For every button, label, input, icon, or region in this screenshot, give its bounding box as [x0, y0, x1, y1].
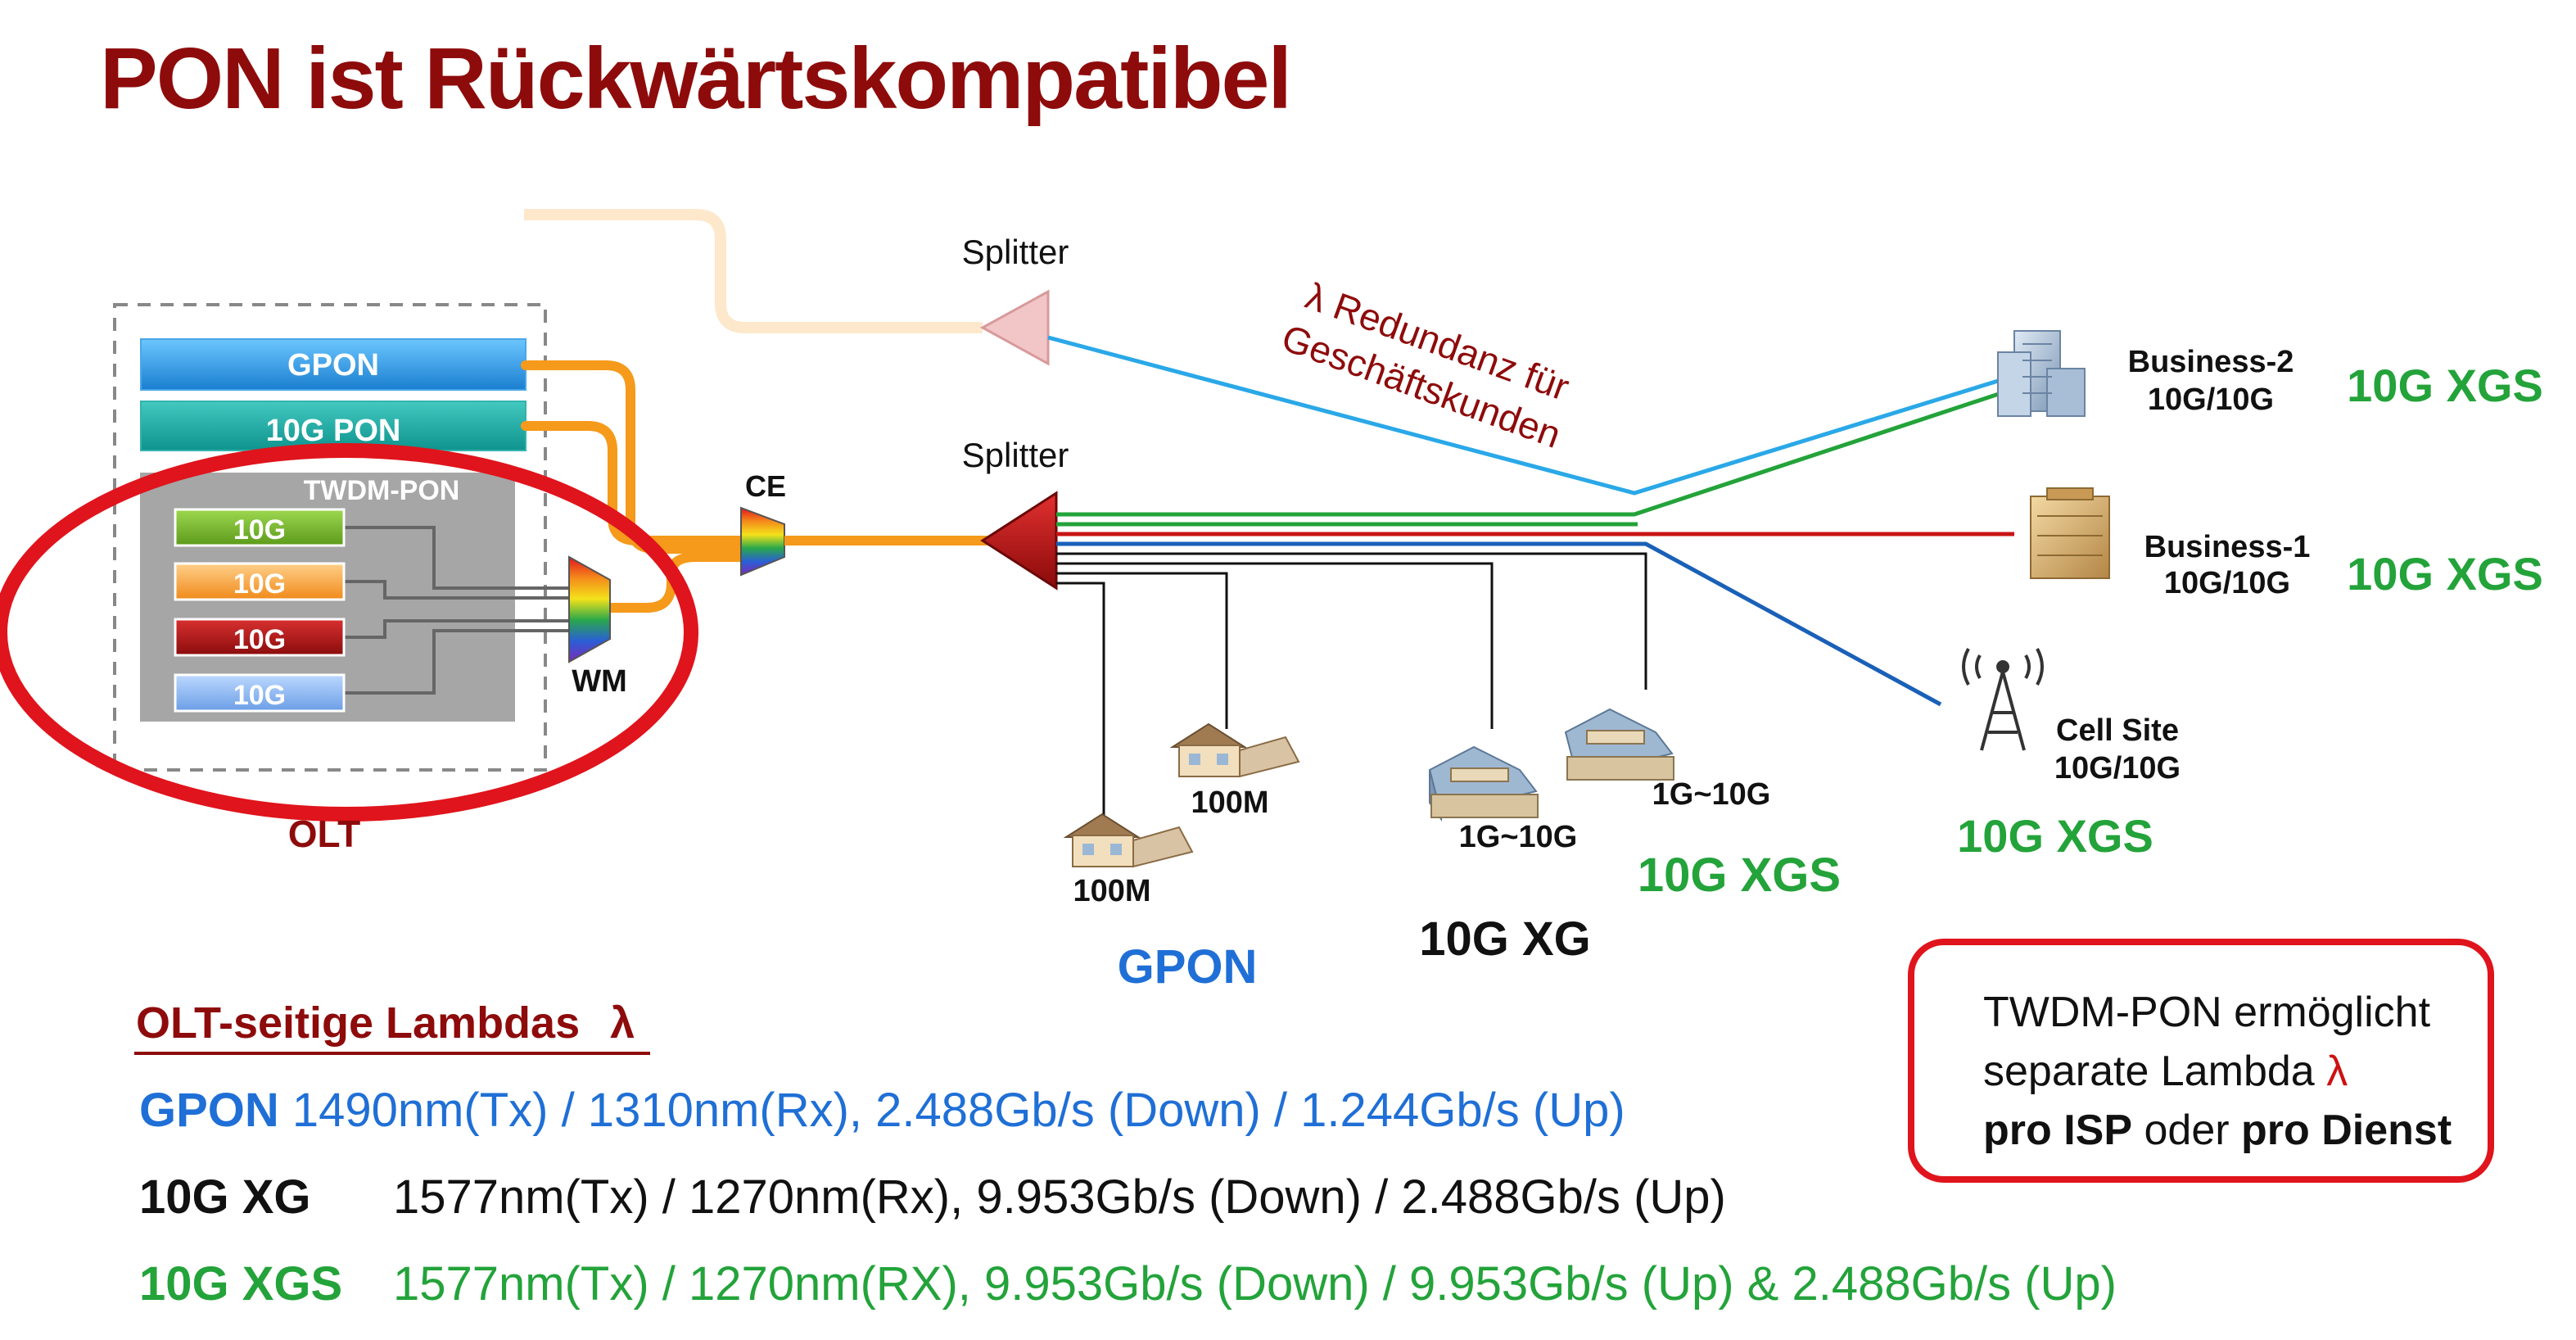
- wm-multiplexer: [568, 555, 611, 663]
- page-title: PON ist Rückwärtskompatibel: [100, 30, 1292, 127]
- business2-speed: 10G/10G: [2148, 383, 2274, 417]
- note-line-2-symbol: λ: [2326, 1048, 2348, 1095]
- lambda-row-xg-key: 10G XG: [139, 1170, 311, 1224]
- channel-2-label: 10G: [233, 568, 286, 600]
- faint-fiber: [524, 209, 983, 333]
- house-1-speed: 100M: [1073, 874, 1150, 908]
- business2-name: Business-2: [2128, 345, 2294, 379]
- twdm-highlight-ellipse: [0, 443, 698, 822]
- channel-lines: [344, 526, 569, 695]
- note-line-3-isp: pro ISP: [1983, 1107, 2133, 1154]
- note-line-3: pro ISP oder pro Dienst: [1983, 1101, 2488, 1160]
- cell-tower-icon: [1962, 648, 2044, 751]
- channel-3-label: 10G: [233, 624, 286, 655]
- lambda-row-gpon-text: 1490nm(Tx) / 1310nm(Rx), 2.488Gb/s (Down…: [291, 1084, 1625, 1137]
- channel-1-label: 10G: [233, 514, 286, 546]
- house-2-speed: 100M: [1191, 785, 1268, 820]
- redundancy-text: λ Redundanz für Geschäftskunden: [1277, 274, 1575, 456]
- business2-tag: 10G XGS: [2347, 360, 2543, 411]
- channel-4-label: 10G: [233, 680, 286, 711]
- channel-4: 10G: [174, 673, 346, 713]
- note-line-3-service: pro Dienst: [2241, 1107, 2452, 1154]
- fiber-blue-redundant: [1047, 335, 2007, 496]
- mdu-icon-1: [1428, 745, 1539, 822]
- note-line-1: TWDM-PON ermöglicht: [1983, 989, 2431, 1036]
- cell-site-tag: 10G XGS: [1957, 810, 2153, 862]
- splitter-top: [979, 289, 1050, 366]
- olt-label: OLT: [288, 813, 361, 855]
- channel-1: 10G: [174, 508, 346, 547]
- lambda-row-xg: 10G XG 1577nm(Tx) / 1270nm(Rx), 9.953Gb/s…: [139, 1170, 1726, 1225]
- business2-building-icon: [1997, 330, 2086, 417]
- gpon-card-label: GPON: [287, 348, 379, 383]
- xgs-tag: 10G XGS: [1638, 849, 1841, 902]
- lambda-row-xgs-key: 10G XGS: [139, 1257, 343, 1311]
- lambda-row-gpon-key: GPON: [139, 1084, 279, 1137]
- note-line-3-or: oder: [2144, 1107, 2230, 1154]
- ce-label: CE: [745, 469, 786, 503]
- olt-container: [113, 303, 547, 772]
- lambda-row-xgs-text: 1577nm(Tx) / 1270nm(RX), 9.953Gb/s (Down…: [393, 1257, 2117, 1311]
- business1-building-icon: [2030, 487, 2110, 579]
- drop-fibers: [1047, 335, 2014, 707]
- business1-speed: 10G/10G: [2164, 566, 2290, 600]
- business1-tag: 10G XGS: [2347, 548, 2543, 600]
- pon10g-card: 10G PON: [140, 401, 526, 451]
- pon10g-card-label: 10G PON: [266, 414, 401, 448]
- mdu-2-speed: 1G~10G: [1652, 777, 1771, 812]
- wm-label: WM: [572, 664, 627, 699]
- channel-2: 10G: [174, 562, 346, 601]
- lambdas-heading-text: OLT-seitige Lambdas: [136, 998, 581, 1048]
- gpon-tag: GPON: [1118, 940, 1258, 994]
- gpon-card: GPON: [140, 338, 526, 391]
- fiber-green: [1056, 389, 2007, 517]
- note-line-2-text: separate Lambda: [1983, 1048, 2315, 1095]
- xg-tag: 10G XG: [1419, 912, 1591, 966]
- twdm-card-label: TWDM-PON: [304, 475, 460, 506]
- twdm-note-box: TWDM-PON ermöglicht separate Lambda λ pr…: [1908, 939, 2494, 1183]
- lambdas-heading-symbol: λ: [610, 998, 635, 1048]
- splitter-main: [980, 491, 1058, 591]
- splitter-top-label: Splitter: [962, 233, 1069, 271]
- black-drops: [1056, 552, 1647, 816]
- fiber-blue: [1056, 541, 1942, 707]
- cell-site-speed: 10G/10G: [2054, 751, 2181, 785]
- lambdas-heading: OLT-seitige Lambdas λ: [136, 998, 635, 1048]
- lambda-row-xg-text: 1577nm(Tx) / 1270nm(Rx), 9.953Gb/s (Down…: [393, 1170, 1726, 1224]
- house-icon-1: [1063, 813, 1194, 868]
- lambda-row-xgs: 10G XGS 1577nm(Tx) / 1270nm(RX), 9.953Gb/…: [139, 1256, 2117, 1311]
- house-icon-2: [1169, 722, 1300, 778]
- splitter-main-label: Splitter: [962, 436, 1069, 474]
- mdu-icon-2: [1564, 708, 1674, 781]
- mdu-1-speed: 1G~10G: [1459, 820, 1578, 854]
- ce-combiner: [740, 506, 785, 577]
- channel-3: 10G: [174, 618, 346, 657]
- cell-site-name: Cell Site: [2056, 713, 2179, 748]
- business1-name: Business-1: [2144, 530, 2311, 564]
- note-line-2: separate Lambda λ: [1983, 1042, 2488, 1101]
